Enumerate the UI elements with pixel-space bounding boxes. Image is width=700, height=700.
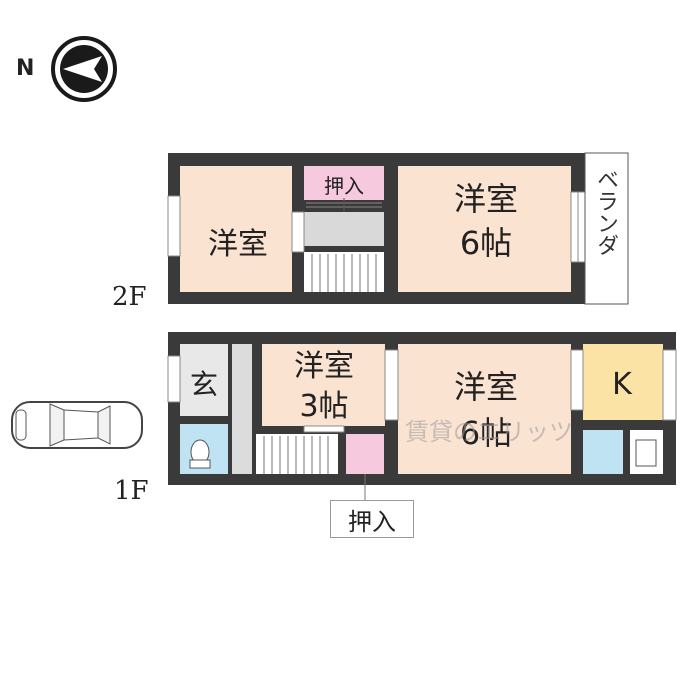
label-entrance: 玄 [190, 368, 218, 401]
room-western-left [180, 166, 292, 292]
room-western-small [262, 344, 385, 426]
watermark: 賃貸のエリッツ [405, 418, 573, 446]
closet-callout-1f: 押入 [330, 500, 414, 538]
room-western-right [398, 166, 571, 292]
hallway-1f [232, 344, 252, 474]
first-floor-plan [167, 332, 677, 500]
label-western-large-name: 洋室 [454, 368, 518, 406]
label-veranda: ベランダ [593, 168, 618, 256]
label-western-small-size: 3帖 [299, 389, 348, 424]
stairs-1f [256, 434, 338, 474]
car-icon [11, 401, 143, 449]
north-arrow-icon [51, 36, 117, 102]
label-closet-2f: 押入 [324, 174, 364, 198]
label-western-large-size: 6帖 [460, 414, 512, 452]
label-western-right-size: 6帖 [460, 224, 512, 262]
label-kitchen: K [612, 367, 633, 402]
room-bath [583, 430, 623, 474]
room-closet-2f [304, 166, 384, 200]
second-floor-plan [167, 152, 629, 305]
hallway-2f [304, 212, 384, 246]
room-kitchen [583, 344, 663, 420]
floor-label-1f: 1F [114, 476, 149, 506]
label-western-small-name: 洋室 [294, 349, 354, 384]
veranda [584, 152, 629, 305]
room-closet-1f [346, 434, 384, 474]
room-entrance [180, 344, 228, 416]
label-western-right-name: 洋室 [454, 180, 518, 218]
floor-label-2f: 2F [112, 282, 147, 312]
label-western-left: 洋室 [208, 227, 268, 262]
north-label: N [16, 56, 35, 81]
room-western-large [398, 344, 571, 474]
